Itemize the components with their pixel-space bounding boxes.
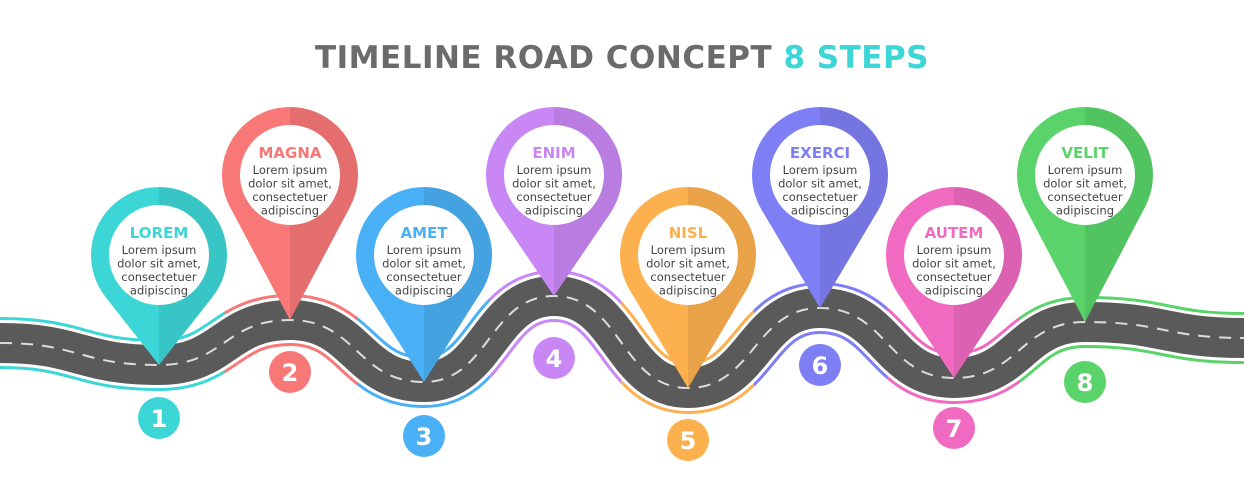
step-description-line: consectetuer [1047,190,1122,204]
step-number: 7 [946,415,963,443]
step-description-line: consectetuer [121,270,196,284]
pin-inner-circle [904,205,1004,305]
pin-inner-circle [638,205,738,305]
badge-circle [933,407,975,449]
step-description-line: adipiscing [925,284,983,298]
step-number-badge-1: 1 [138,397,180,439]
badge-circle [403,415,445,457]
step-description-line: dolor sit amet, [1043,177,1127,191]
step-description-line: dolor sit amet, [512,177,596,191]
badge-circle [1064,361,1106,403]
badge-circle [533,337,575,379]
step-number: 4 [546,345,563,373]
title-accent: 8 STEPS [783,40,929,76]
step-description-line: Lorem ipsum [253,163,328,177]
step-description-line: consectetuer [516,190,591,204]
step-description-line: adipiscing [791,204,849,218]
badge-circle [269,351,311,393]
step-description-line: Lorem ipsum [651,243,726,257]
pin-inner-circle [504,125,604,225]
step-description-line: consectetuer [916,270,991,284]
step-heading: MAGNA [258,144,321,162]
pin-inner-circle [240,125,340,225]
pin-inner-circle [770,125,870,225]
step-number-badge-4: 4 [533,337,575,379]
step-description-line: adipiscing [395,284,453,298]
step-heading: VELIT [1061,144,1109,162]
step-number-badge-6: 6 [799,344,841,386]
step-number: 1 [151,405,168,433]
step-description-line: dolor sit amet, [912,257,996,271]
step-number: 5 [680,427,697,455]
step-number-badge-5: 5 [667,419,709,461]
step-description-line: Lorem ipsum [387,243,462,257]
step-heading: ENIM [532,144,575,162]
step-description-line: dolor sit amet, [117,257,201,271]
step-number: 2 [282,359,299,387]
step-description-line: consectetuer [386,270,461,284]
step-description-line: adipiscing [1056,204,1114,218]
pin-inner-circle [374,205,474,305]
step-description-line: Lorem ipsum [1048,163,1123,177]
pin-inner-circle [1035,125,1135,225]
step-description-line: consectetuer [252,190,327,204]
step-number: 8 [1077,369,1094,397]
step-description-line: dolor sit amet, [646,257,730,271]
step-description-line: dolor sit amet, [778,177,862,191]
step-number: 6 [812,352,829,380]
step-heading: NISL [669,224,708,242]
badge-circle [138,397,180,439]
step-description-line: Lorem ipsum [517,163,592,177]
step-number-badge-2: 2 [269,351,311,393]
step-description-line: adipiscing [659,284,717,298]
step-description-line: adipiscing [525,204,583,218]
step-description-line: adipiscing [130,284,188,298]
step-description-line: Lorem ipsum [122,243,197,257]
step-description-line: Lorem ipsum [917,243,992,257]
title-main: TIMELINE ROAD CONCEPT [314,40,773,76]
badge-circle [799,344,841,386]
step-heading: EXERCI [790,144,850,162]
step-number-badge-7: 7 [933,407,975,449]
step-heading: LOREM [130,224,189,242]
step-number-badge-3: 3 [403,415,445,457]
page-title: TIMELINE ROAD CONCEPT 8 STEPS [0,40,1244,76]
step-description-line: dolor sit amet, [248,177,332,191]
step-description-line: adipiscing [261,204,319,218]
step-heading: AMET [400,224,448,242]
step-number-badge-8: 8 [1064,361,1106,403]
step-description-line: consectetuer [650,270,725,284]
step-description-line: dolor sit amet, [382,257,466,271]
step-heading: AUTEM [925,224,984,242]
step-number: 3 [416,423,433,451]
step-description-line: consectetuer [782,190,857,204]
badge-circle [667,419,709,461]
pin-inner-circle [109,205,209,305]
step-description-line: Lorem ipsum [783,163,858,177]
road-centerline [0,294,1244,390]
